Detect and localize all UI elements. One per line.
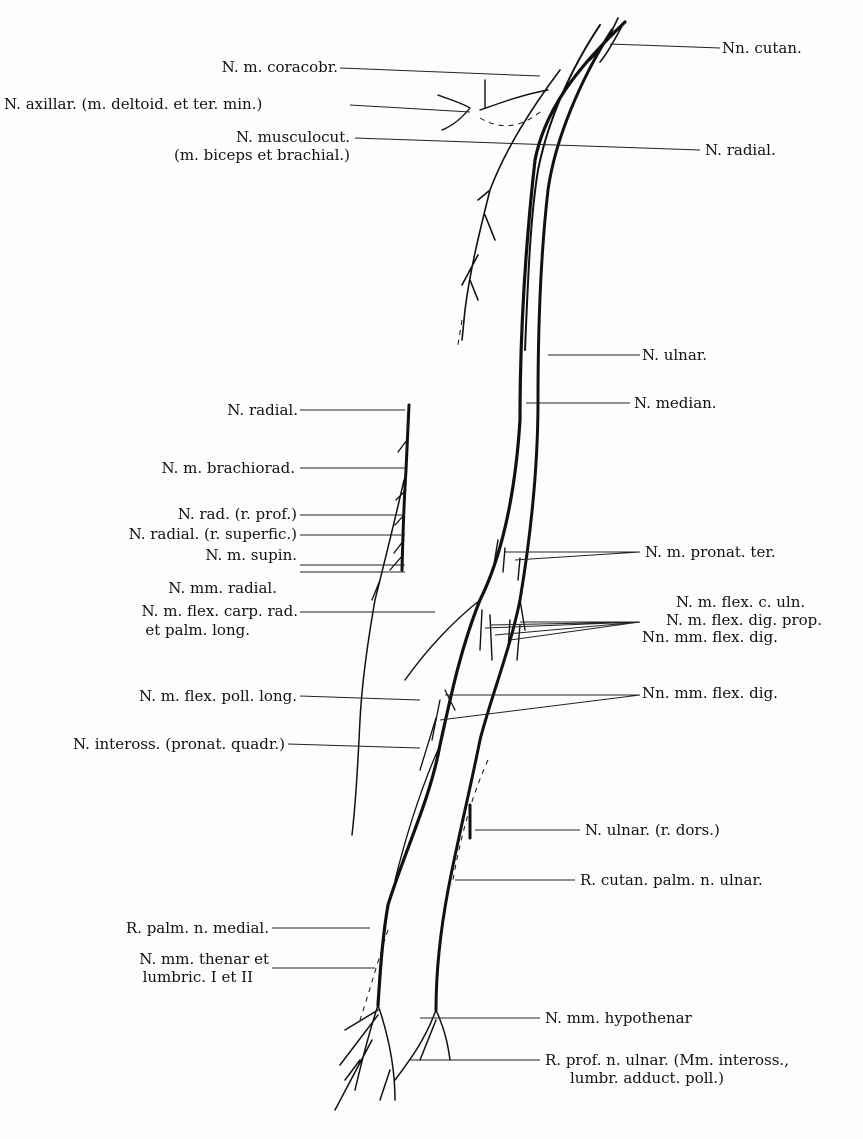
label-n-ulnar: N. ulnar. (642, 346, 707, 364)
label-n-m-coracobr: N. m. coracobr. (222, 58, 338, 76)
label-n-radial-upper: N. radial. (705, 141, 776, 159)
label-n-mm-radial: N. mm. radial. (168, 579, 277, 597)
musculocutaneous-dash (458, 320, 462, 345)
label-n-m-brachiorad: N. m. brachiorad. (161, 459, 295, 477)
radial-superficial-branch (352, 480, 404, 835)
label-n-median: N. median. (634, 394, 717, 412)
coracobrachialis-branch (480, 80, 548, 110)
label-n-axillar: N. axillar. (m. deltoid. et ter. min.) (4, 95, 262, 113)
label-n-m-flex-c-uln: N. m. flex. c. uln. (676, 593, 805, 611)
label-n-inteross: N. inteross. (pronat. quadr.) (73, 735, 285, 753)
cutaneous-nerves (590, 18, 622, 62)
label-n-m-flex-carp-rad-sub: et palm. long. (145, 621, 250, 639)
label-n-m-flex-dig-prop: N. m. flex. dig. prop. (666, 611, 822, 629)
label-n-musculocut: N. musculocut. (236, 128, 350, 146)
label-nn-mm-flex-dig-2: Nn. mm. flex. dig. (642, 684, 778, 702)
radial-muscle-branches (372, 440, 407, 600)
interosseous-nerve (395, 745, 440, 880)
label-n-m-flex-carp-rad: N. m. flex. carp. rad. (142, 602, 298, 620)
label-n-radial-left: N. radial. (227, 401, 298, 419)
label-n-mm-thenar: N. mm. thenar et (139, 950, 269, 968)
palmar-median-dash (360, 930, 388, 1020)
label-n-rad-r-prof: N. rad. (r. prof.) (178, 505, 297, 523)
median-nerve-trunk (525, 25, 600, 350)
axillary-nerve (438, 95, 470, 130)
label-n-musculocut-sub: (m. biceps et brachial.) (174, 146, 350, 164)
label-n-m-flex-poll-long: N. m. flex. poll. long. (139, 687, 297, 705)
label-r-palm-n-medial: R. palm. n. medial. (126, 919, 269, 937)
label-n-mm-thenar-sub: lumbric. I et II (143, 968, 253, 986)
label-r-prof-n-ulnar: R. prof. n. ulnar. (Mm. inteross., (545, 1051, 789, 1069)
axillary-dash (480, 112, 540, 126)
label-n-radial-r-superfic: N. radial. (r. superfic.) (129, 525, 297, 543)
ulnar-nerve-trunk (436, 30, 612, 1010)
label-n-mm-hypothenar: N. mm. hypothenar (545, 1009, 692, 1027)
label-r-cutan-palm: R. cutan. palm. n. ulnar. (580, 871, 763, 889)
hand-branches (335, 1005, 450, 1110)
label-n-m-pronat-ter: N. m. pronat. ter. (645, 543, 776, 561)
label-nn-mm-flex-dig-1: Nn. mm. flex. dig. (642, 628, 778, 646)
label-n-ulnar-r-dors: N. ulnar. (r. dors.) (585, 821, 720, 839)
label-r-prof-n-ulnar-sub: lumbr. adduct. poll.) (570, 1069, 724, 1087)
radial-nerve-trunk (378, 22, 625, 1005)
label-nn-cutan: Nn. cutan. (722, 39, 802, 57)
label-n-m-supin: N. m. supin. (205, 546, 297, 564)
